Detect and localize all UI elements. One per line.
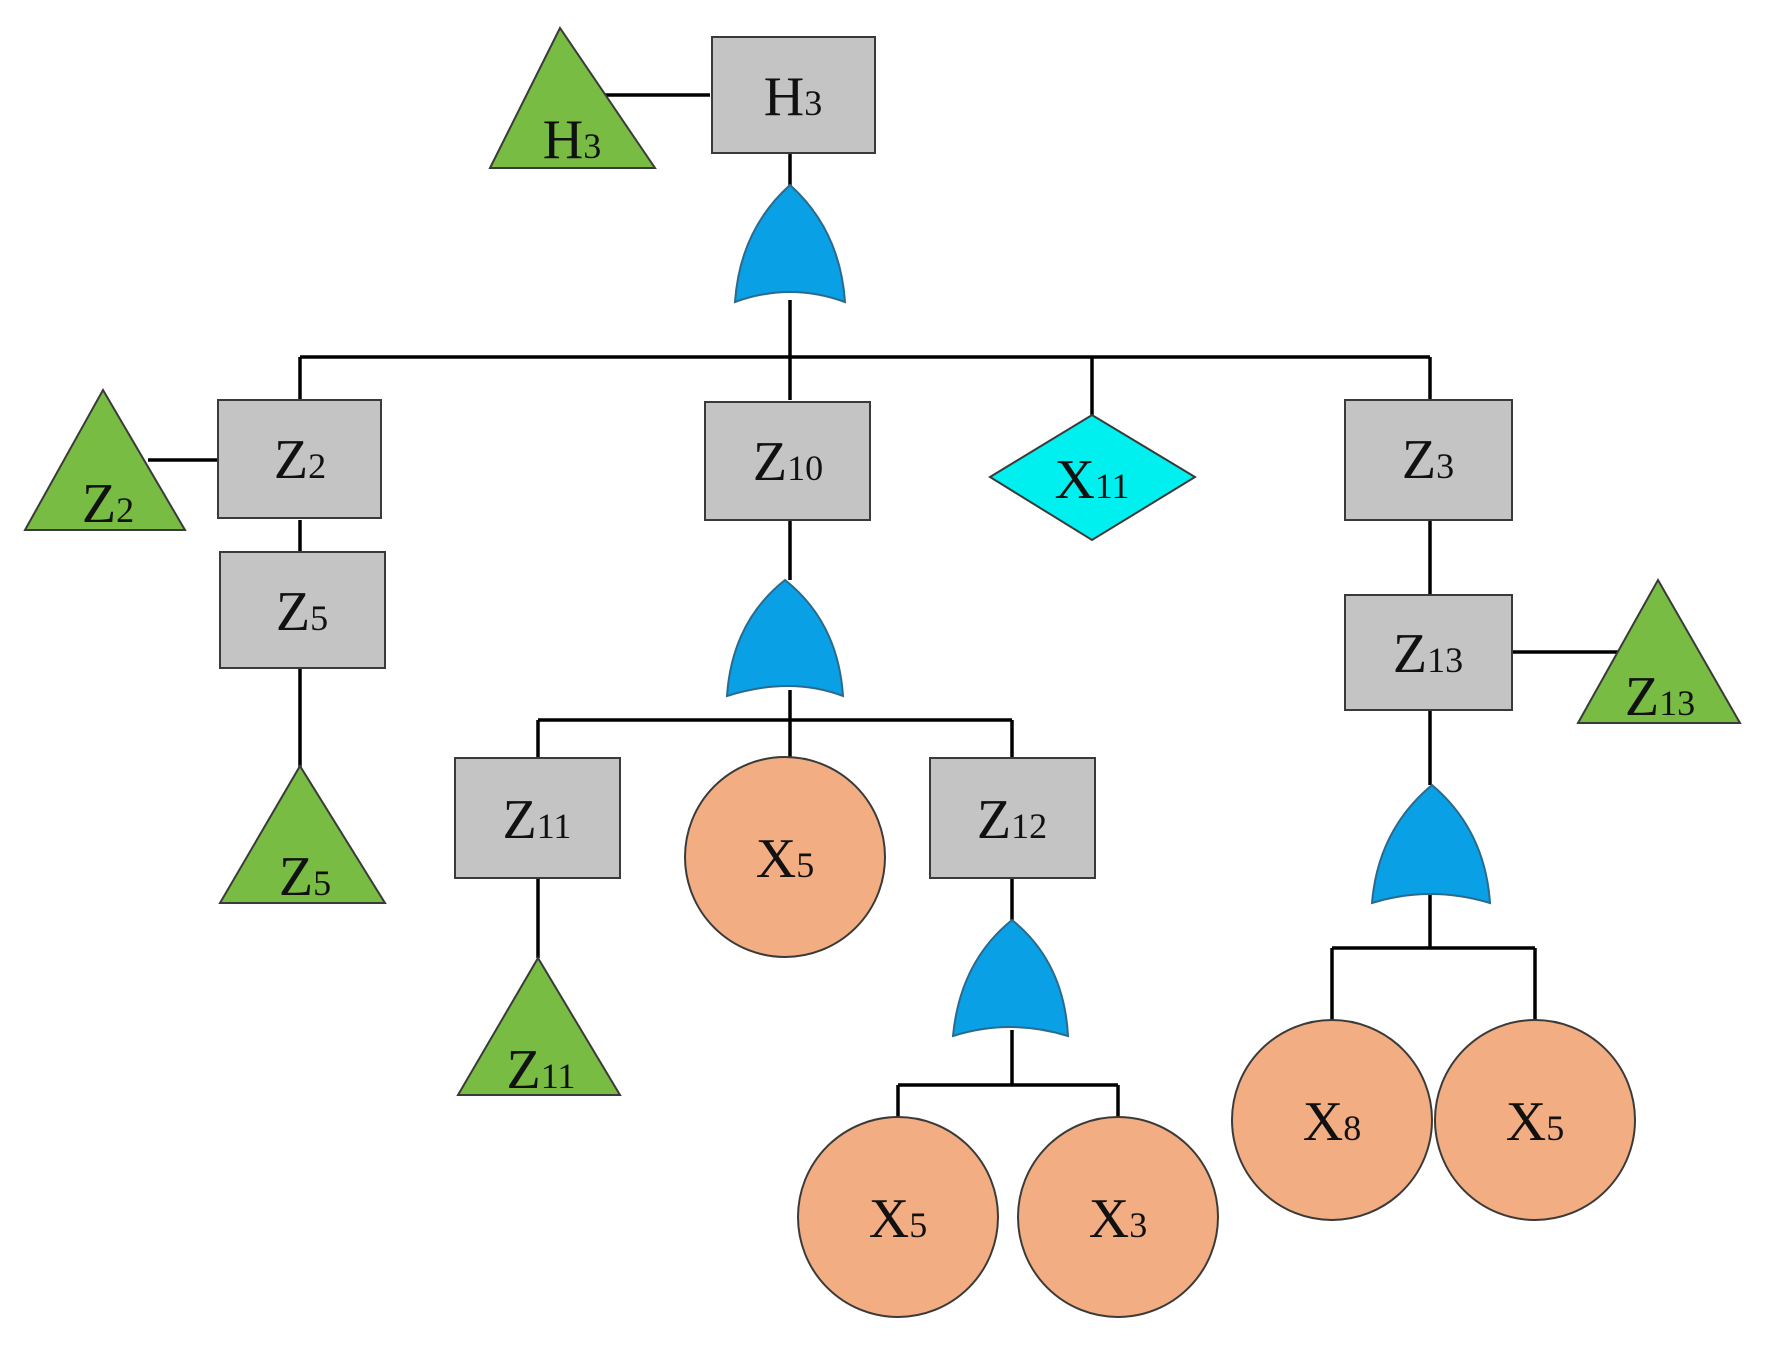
transfer-triangle-z5[interactable]: Z5 xyxy=(218,764,387,908)
or-gate-h3 xyxy=(733,183,847,304)
svg-text:Z10: Z10 xyxy=(753,431,823,493)
svg-text:Z5: Z5 xyxy=(279,846,331,908)
svg-text:Z13: Z13 xyxy=(1393,623,1463,685)
basic-event-x3[interactable]: X3 xyxy=(1017,1116,1219,1318)
svg-text:Z5: Z5 xyxy=(276,581,328,643)
svg-text:Z11: Z11 xyxy=(503,789,572,851)
transfer-triangle-z13[interactable]: Z13 xyxy=(1576,577,1742,728)
transfer-triangle-z11[interactable]: Z11 xyxy=(456,956,622,1101)
basic-event-x5-b[interactable]: X5 xyxy=(797,1116,999,1318)
event-box-z2[interactable]: Z2 xyxy=(217,399,382,519)
or-gate-z12 xyxy=(951,918,1070,1038)
basic-event-x5-a[interactable]: X5 xyxy=(684,756,886,958)
basic-event-x5-c[interactable]: X5 xyxy=(1434,1019,1636,1221)
svg-text:H3: H3 xyxy=(543,109,601,171)
undeveloped-event-x11[interactable]: X11 xyxy=(988,413,1197,542)
svg-text:X3: X3 xyxy=(1089,1188,1147,1250)
svg-text:X5: X5 xyxy=(756,828,814,890)
svg-text:Z2: Z2 xyxy=(274,429,326,491)
svg-text:Z11: Z11 xyxy=(507,1039,576,1101)
svg-text:Z2: Z2 xyxy=(82,473,134,535)
event-box-z12[interactable]: Z12 xyxy=(929,757,1096,879)
event-box-z11[interactable]: Z11 xyxy=(454,757,621,879)
connector-lines xyxy=(148,93,1620,1122)
event-box-h3[interactable]: H3 xyxy=(711,36,876,154)
transfer-triangle-z2[interactable]: Z2 xyxy=(23,387,187,535)
svg-text:H3: H3 xyxy=(764,66,822,128)
event-box-z13[interactable]: Z13 xyxy=(1344,594,1513,711)
svg-text:X11: X11 xyxy=(1054,449,1129,511)
svg-text:X5: X5 xyxy=(1506,1091,1564,1153)
svg-text:X8: X8 xyxy=(1303,1091,1361,1153)
basic-event-x8[interactable]: X8 xyxy=(1231,1019,1433,1221)
svg-text:Z3: Z3 xyxy=(1402,429,1454,491)
svg-text:Z12: Z12 xyxy=(977,789,1047,851)
event-box-z3[interactable]: Z3 xyxy=(1344,399,1513,521)
event-box-z10[interactable]: Z10 xyxy=(704,401,871,521)
event-box-z5[interactable]: Z5 xyxy=(219,551,386,669)
or-gate-z10 xyxy=(725,578,845,698)
transfer-triangle-h3[interactable]: H3 xyxy=(488,26,657,171)
svg-text:Z13: Z13 xyxy=(1625,666,1695,728)
svg-text:X5: X5 xyxy=(869,1188,927,1250)
or-gate-z13 xyxy=(1370,783,1492,905)
